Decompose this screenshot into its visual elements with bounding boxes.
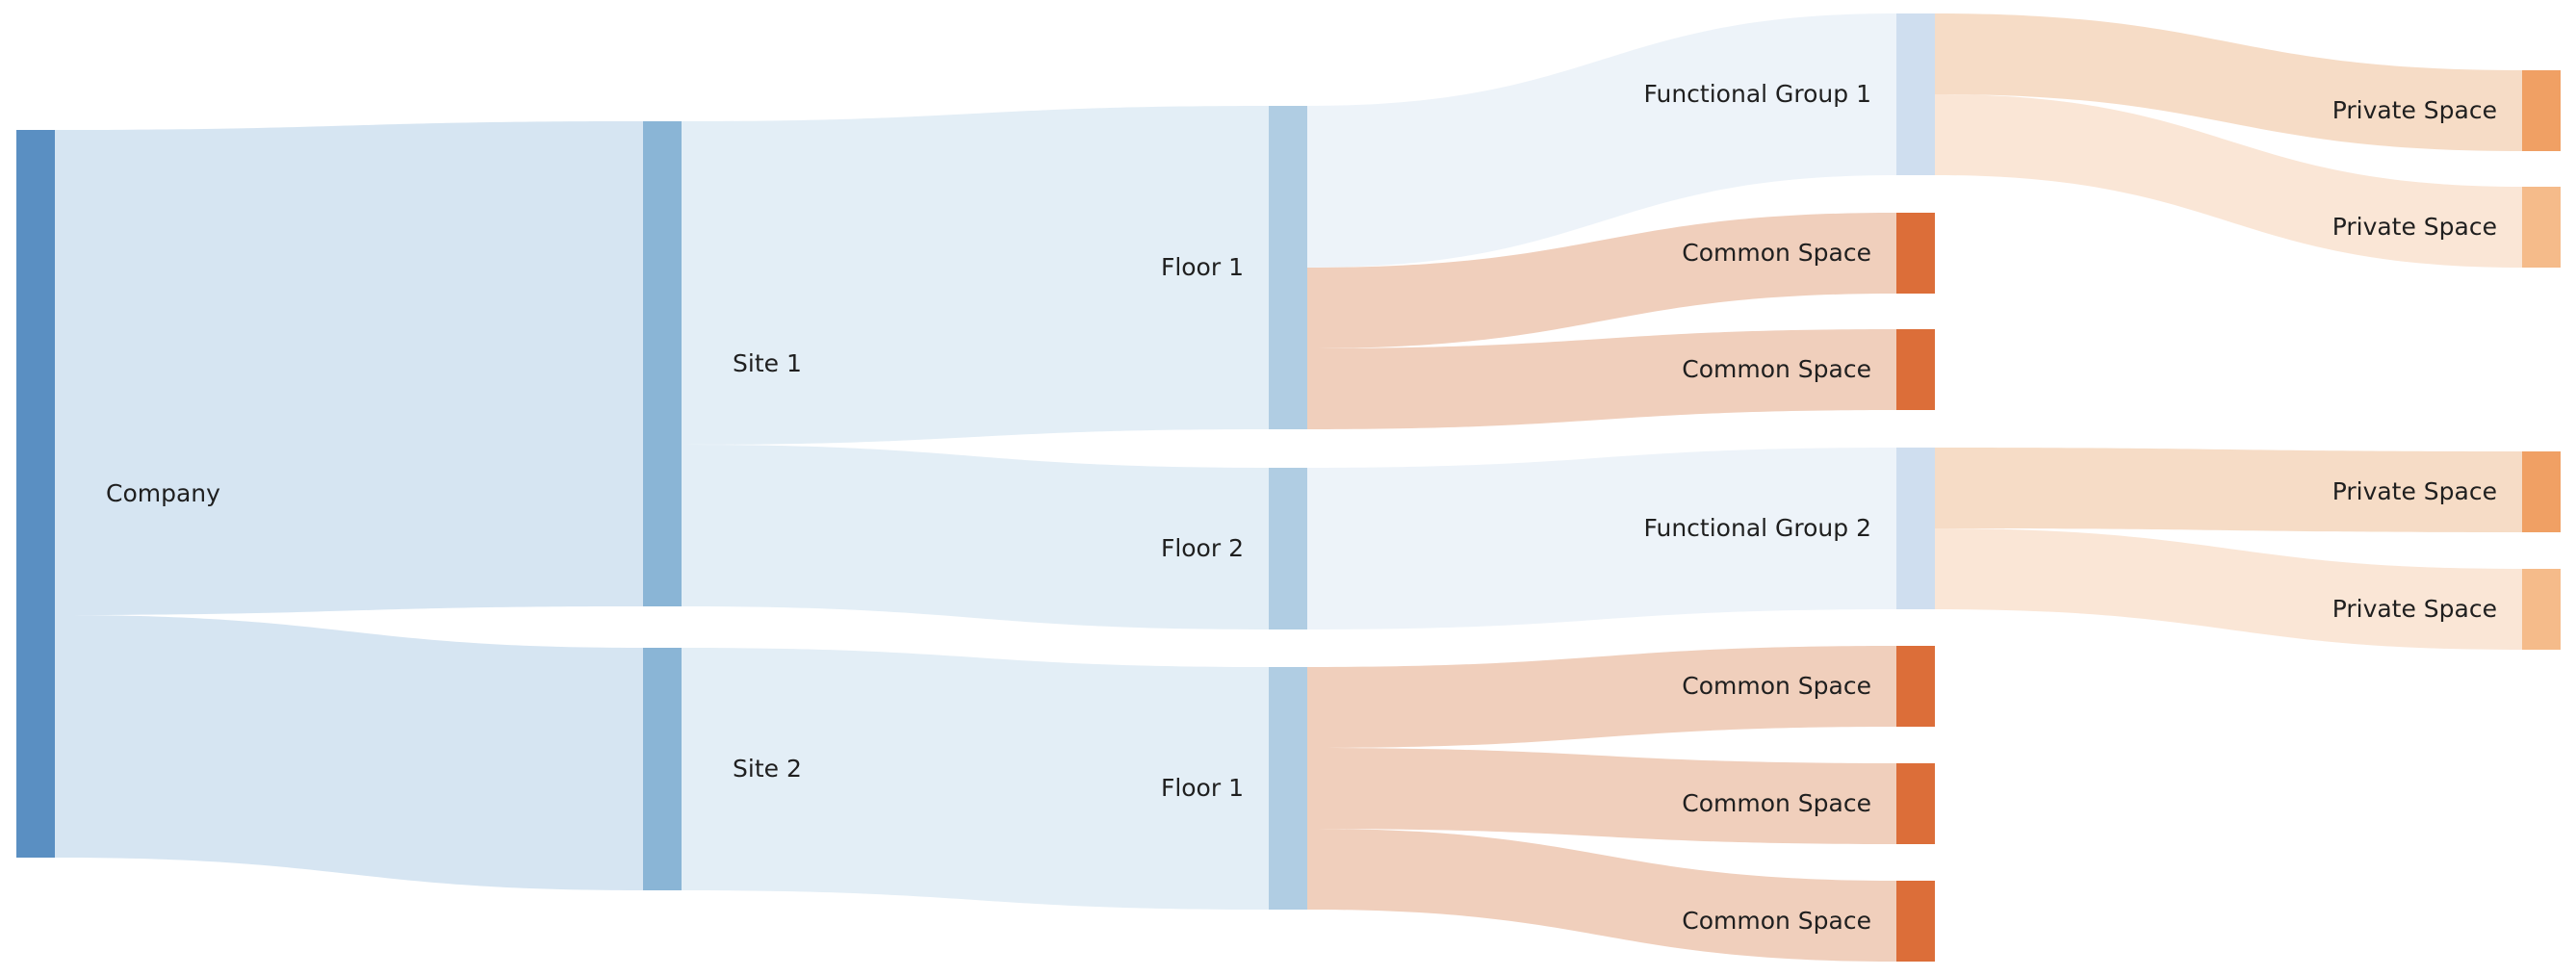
link-s1f1-to-fg1 [1307,13,1896,268]
node-label-ps1: Private Space [2332,96,2497,124]
link-company-to-site2 [55,615,643,890]
link-site2-to-s2f1 [682,648,1269,910]
node-label-ps4: Private Space [2332,595,2497,623]
node-cs2 [1896,329,1935,410]
nodes-layer [16,13,2561,962]
node-label-company: Company [106,479,220,507]
link-fg2-to-ps3 [1935,448,2522,532]
link-fg2-to-ps4 [1935,528,2522,650]
node-s1f1 [1269,106,1307,429]
node-label-cs1: Common Space [1682,239,1871,267]
node-label-s1f2: Floor 2 [1161,534,1244,562]
node-cs3 [1896,646,1935,727]
node-label-cs4: Common Space [1682,789,1871,817]
node-ps4 [2522,569,2561,650]
node-s1f2 [1269,468,1307,629]
links-layer [55,13,2522,962]
link-fg1-to-ps2 [1935,94,2522,268]
node-site1 [643,121,682,606]
link-company-to-site1 [55,121,643,615]
link-s1f1-to-cs1 [1307,213,1896,348]
node-label-site1: Site 1 [733,349,802,377]
link-s1f2-to-fg2 [1307,448,1896,629]
node-company [16,130,55,858]
link-s2f1-to-cs3 [1307,646,1896,748]
node-label-cs2: Common Space [1682,355,1871,383]
node-label-site2: Site 2 [733,755,802,783]
labels-layer: Company Site 1 Site 2 Floor 1 Floor 2 Floor 1… [106,80,2497,935]
node-site2 [643,648,682,890]
node-label-fg1: Functional Group 1 [1643,80,1871,108]
node-s2f1 [1269,667,1307,910]
link-s1f1-to-cs2 [1307,329,1896,429]
link-s2f1-to-cs5 [1307,829,1896,962]
node-cs5 [1896,881,1935,962]
node-label-ps2: Private Space [2332,213,2497,241]
node-label-fg2: Functional Group 2 [1643,514,1871,542]
node-label-cs3: Common Space [1682,672,1871,700]
link-fg1-to-ps1 [1935,13,2522,151]
node-label-cs5: Common Space [1682,907,1871,935]
node-label-s2f1: Floor 1 [1161,774,1244,802]
link-site1-to-s1f1 [682,106,1269,445]
link-s2f1-to-cs4 [1307,748,1896,844]
node-cs1 [1896,213,1935,294]
node-label-ps3: Private Space [2332,477,2497,505]
node-ps1 [2522,70,2561,151]
node-label-s1f1: Floor 1 [1161,253,1244,281]
node-fg1 [1896,13,1935,175]
node-ps3 [2522,451,2561,532]
node-cs4 [1896,763,1935,844]
node-ps2 [2522,187,2561,268]
node-fg2 [1896,448,1935,609]
link-site1-to-s1f2 [682,445,1269,629]
